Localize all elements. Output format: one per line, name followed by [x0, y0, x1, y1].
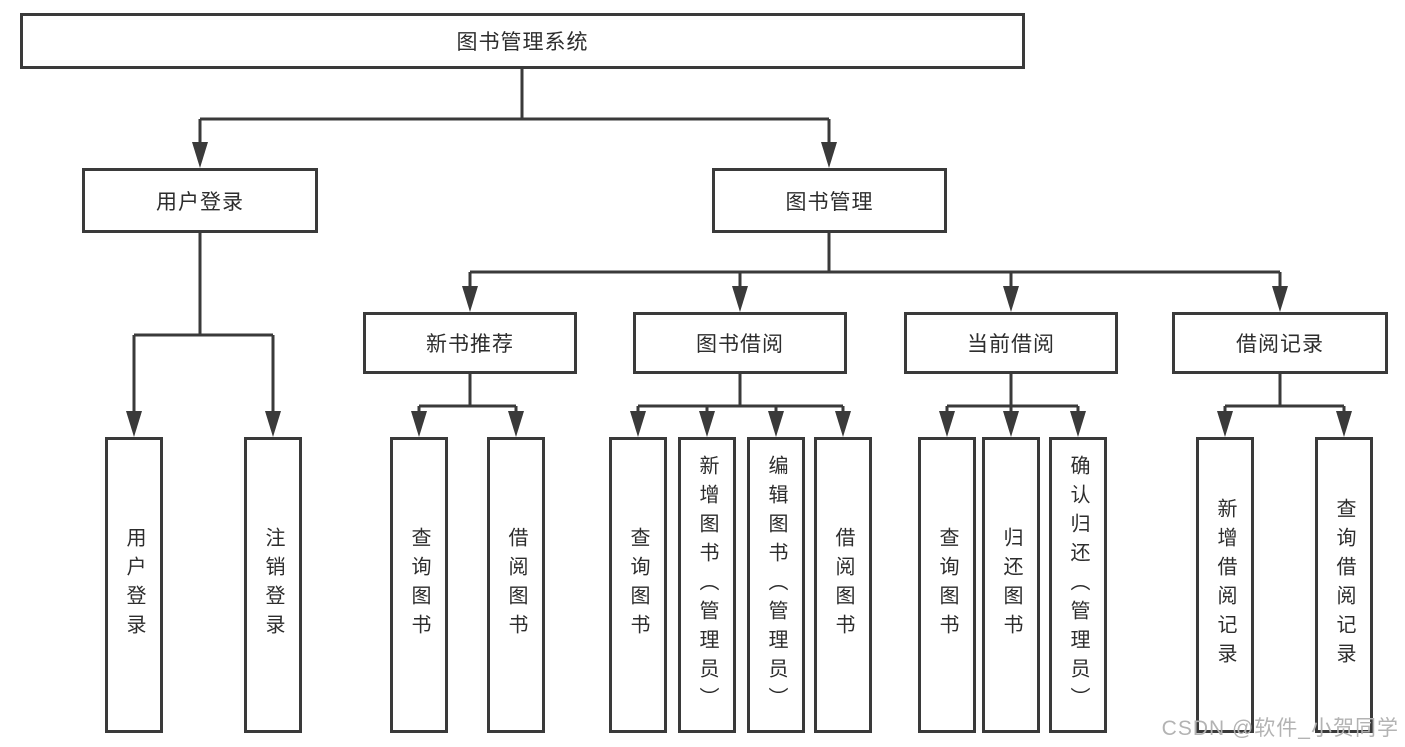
csdn-watermark: CSDN @软件_小贺同学	[1161, 717, 1399, 740]
connector-root-to-level2	[198, 69, 831, 144]
node-borrowing-records: 借阅记录	[1172, 312, 1388, 374]
arrow-down-icon	[1336, 411, 1352, 437]
connector-new-book-to-children	[417, 374, 518, 413]
node-label: 借阅图书	[505, 527, 527, 643]
leaf-borrow-books: 借阅图书	[814, 437, 872, 733]
arrow-down-icon	[1217, 411, 1233, 437]
leaf-borrow-books: 借阅图书	[487, 437, 545, 733]
arrow-down-icon	[462, 286, 478, 312]
arrow-down-icon	[411, 411, 427, 437]
node-label: 图书管理系统	[456, 31, 589, 54]
arrow-down-icon	[192, 142, 208, 168]
arrow-down-icon	[1003, 411, 1019, 437]
node-label: 查询借阅记录	[1333, 498, 1355, 672]
arrow-down-icon	[821, 142, 837, 168]
leaf-query-books: 查询图书	[390, 437, 448, 733]
node-label: 注销登录	[262, 527, 284, 643]
node-label: 归还图书	[1000, 527, 1022, 643]
leaf-add-books-admin: 新增图书（管理员）	[678, 437, 736, 733]
node-current-borrowing: 当前借阅	[904, 312, 1118, 374]
leaf-query-books: 查询图书	[609, 437, 667, 733]
node-label: 查询图书	[936, 527, 958, 643]
node-label: 借阅记录	[1236, 333, 1324, 356]
leaf-add-borrow-record: 新增借阅记录	[1196, 437, 1254, 733]
leaf-return-books: 归还图书	[982, 437, 1040, 733]
connector-book-borrow-to-children	[636, 374, 845, 413]
arrow-down-icon	[732, 286, 748, 312]
node-label: 查询图书	[627, 527, 649, 643]
arrow-down-icon	[265, 411, 281, 437]
leaf-logout: 注销登录	[244, 437, 302, 733]
arrow-down-icon	[835, 411, 851, 437]
leaf-user-login: 用户登录	[105, 437, 163, 733]
node-new-book-recommendation: 新书推荐	[363, 312, 577, 374]
node-label: 编辑图书（管理员）	[765, 454, 787, 716]
node-book-borrowing: 图书借阅	[633, 312, 847, 374]
leaf-query-books: 查询图书	[918, 437, 976, 733]
leaf-edit-books-admin: 编辑图书（管理员）	[747, 437, 805, 733]
node-label: 新增借阅记录	[1214, 498, 1236, 672]
arrow-down-icon	[508, 411, 524, 437]
leaf-query-borrow-record: 查询借阅记录	[1315, 437, 1373, 733]
node-label: 查询图书	[408, 527, 430, 643]
node-label: 借阅图书	[832, 527, 854, 643]
leaf-confirm-return-admin: 确认归还（管理员）	[1049, 437, 1107, 733]
node-label: 图书管理	[785, 190, 874, 214]
node-label: 新书推荐	[426, 333, 514, 356]
node-book-management: 图书管理	[712, 168, 947, 233]
arrow-down-icon	[768, 411, 784, 437]
node-label: 用户登录	[123, 527, 145, 643]
node-label: 用户登录	[156, 190, 244, 214]
arrow-down-icon	[126, 411, 142, 437]
arrow-down-icon	[1272, 286, 1288, 312]
arrow-down-icon	[1003, 286, 1019, 312]
node-label: 当前借阅	[967, 333, 1055, 356]
node-label: 确认归还（管理员）	[1067, 454, 1089, 716]
node-label: 新增图书（管理员）	[696, 454, 718, 716]
connector-current-borrow-to-children	[945, 374, 1080, 413]
connector-user-login-to-children	[132, 233, 275, 413]
node-user-login: 用户登录	[82, 168, 318, 233]
arrow-down-icon	[630, 411, 646, 437]
connector-borrow-records-to-children	[1223, 374, 1346, 413]
arrow-down-icon	[939, 411, 955, 437]
arrow-down-icon	[1070, 411, 1086, 437]
node-library-management-system: 图书管理系统	[20, 13, 1025, 69]
arrow-down-icon	[699, 411, 715, 437]
connector-book-management-to-level3	[468, 233, 1282, 288]
node-label: 图书借阅	[696, 333, 784, 356]
